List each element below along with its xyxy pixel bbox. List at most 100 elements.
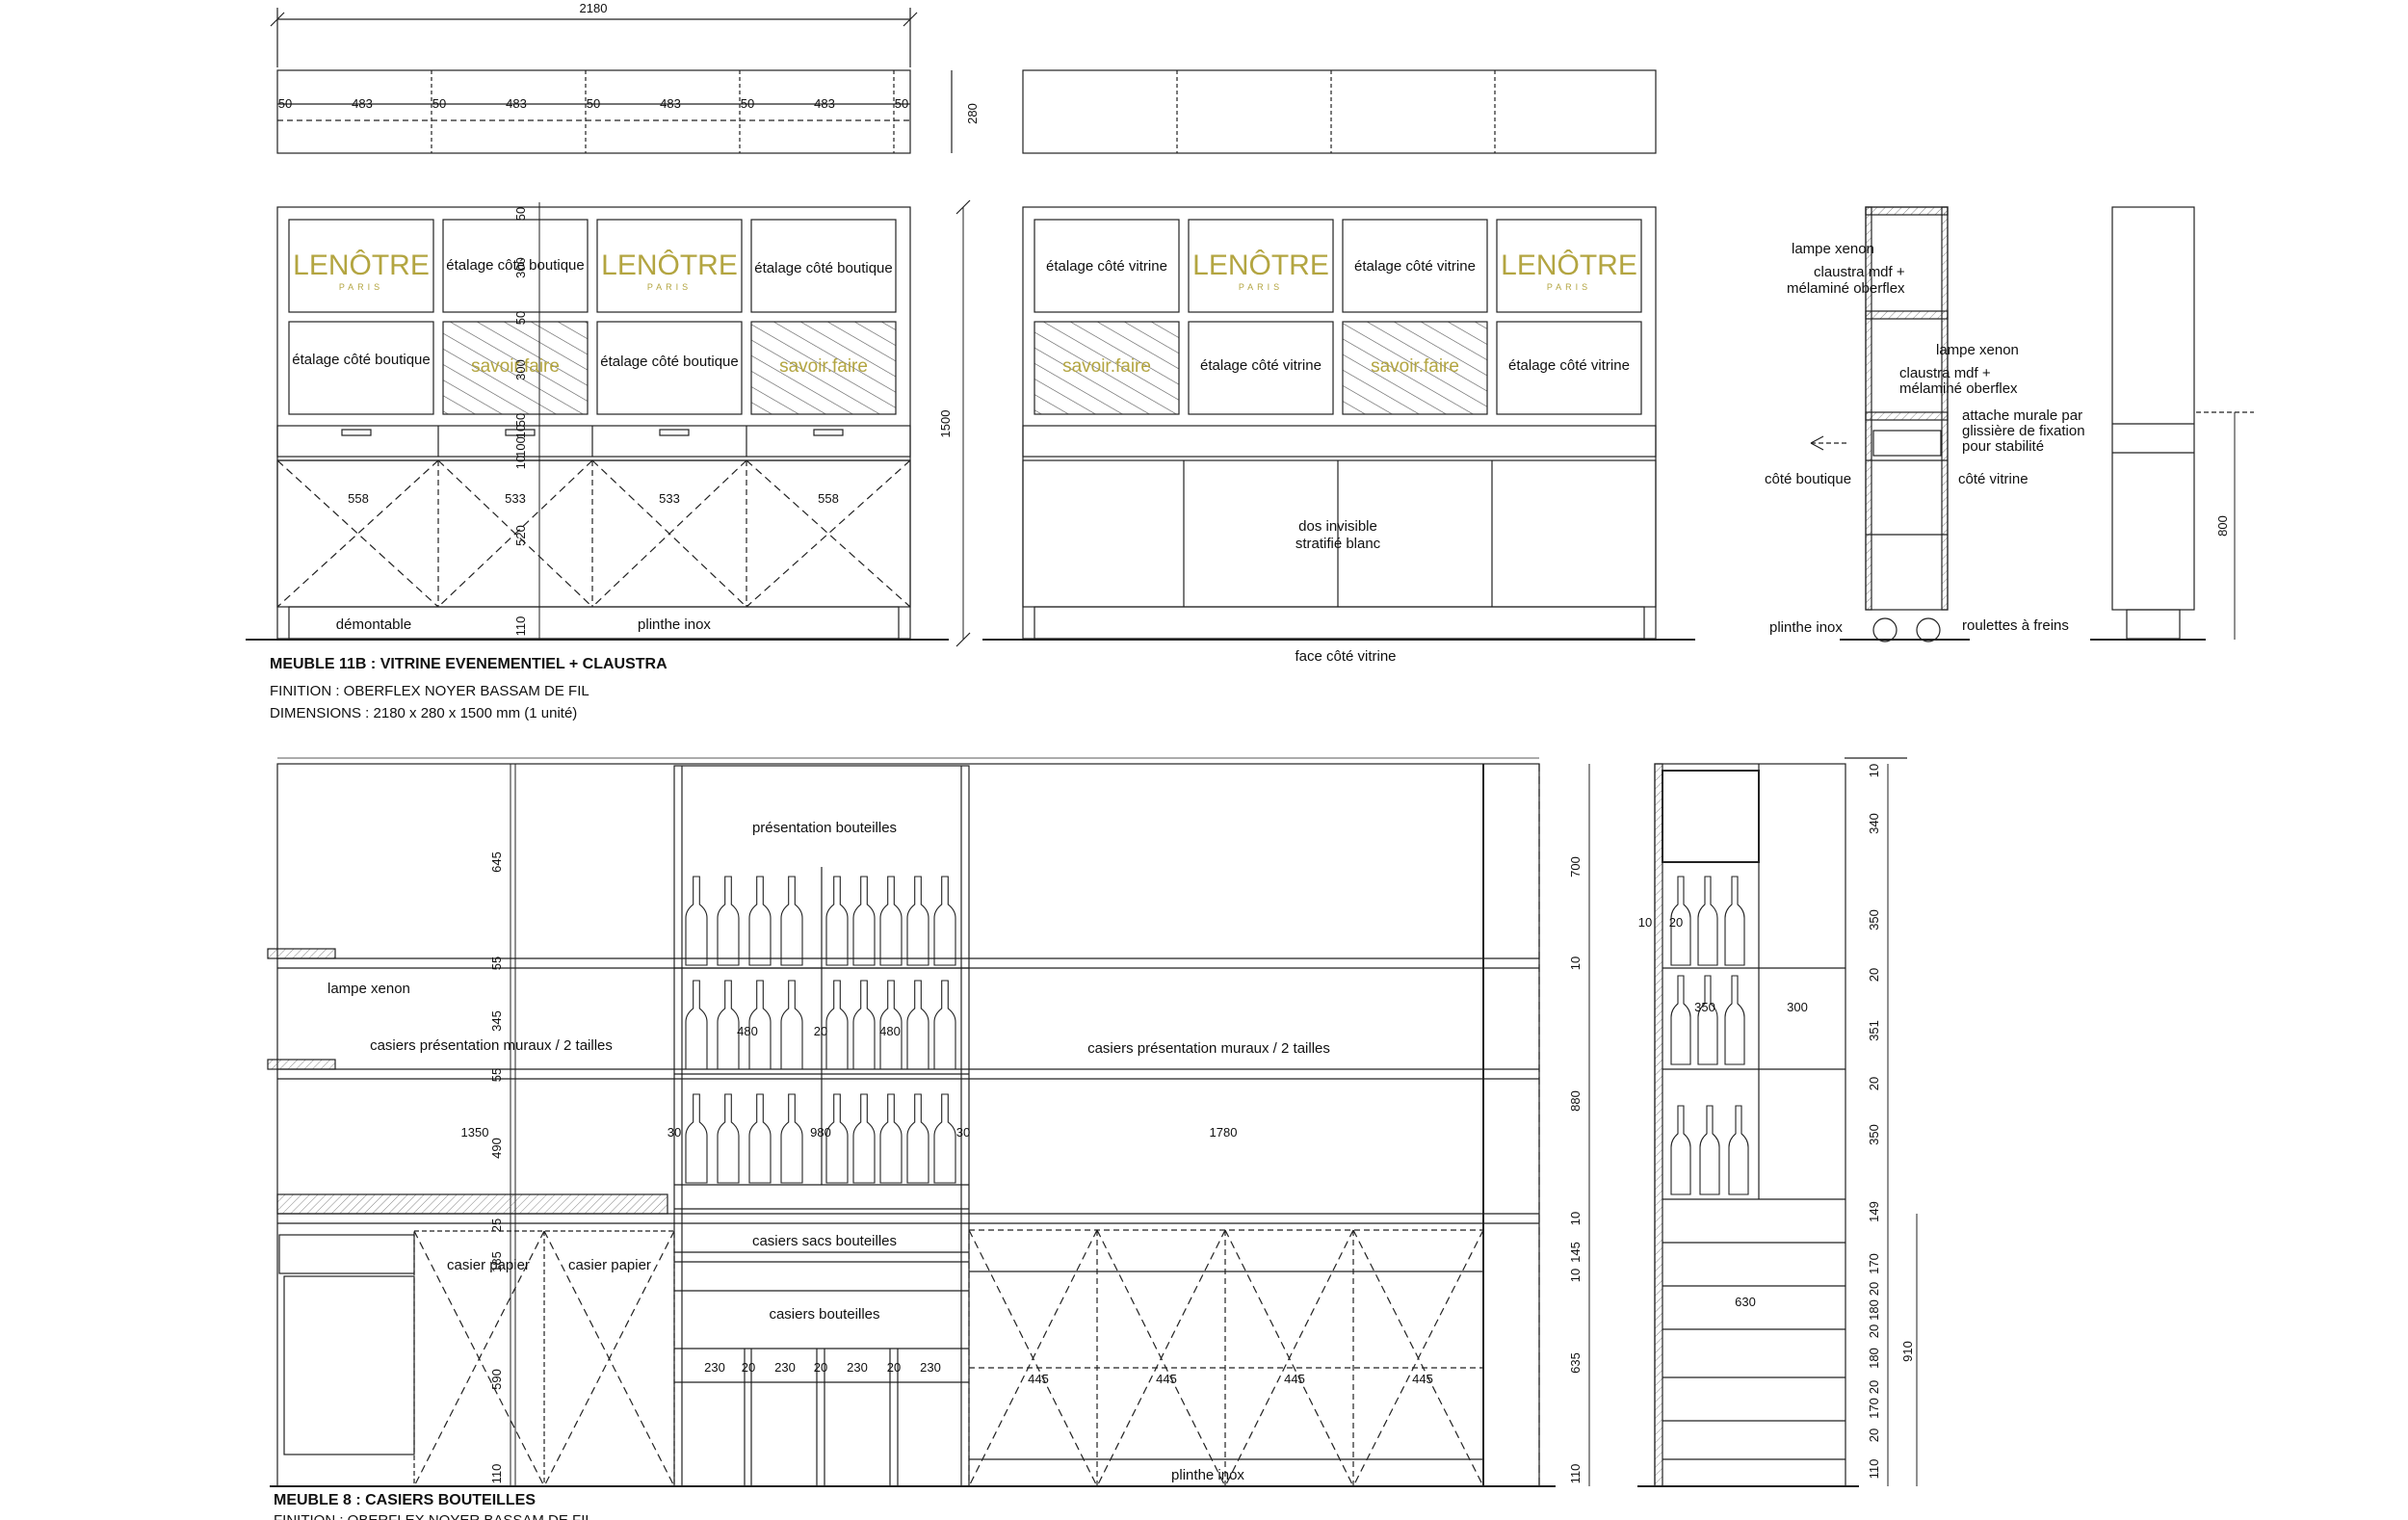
meuble11-top-view [270, 8, 1657, 154]
vdim: 110 [1568, 1464, 1583, 1484]
side-vdim: 10 [1867, 764, 1881, 777]
bottle-icon [1670, 876, 1691, 966]
label-casiers-muraux: casiers présentation muraux / 2 tailles [370, 1037, 613, 1054]
bottle-icon [1724, 975, 1745, 1065]
lenotre-logo: LENÔTRE PARIS [293, 249, 430, 292]
label-etalage-boutique: étalage côté boutique [446, 257, 584, 274]
label-etalage-boutique: étalage côté boutique [600, 354, 738, 370]
dim-483: 483 [814, 96, 835, 111]
bottle-icon [1697, 975, 1718, 1065]
side-vdim: 20 [1867, 1380, 1881, 1394]
bottle-icon [1699, 1105, 1720, 1195]
vdim: 10 [1568, 957, 1583, 970]
meuble8-side-view [1637, 757, 1918, 1487]
finish-meuble-8: FINITION : OBERFLEX NOYER BASSAM DE FIL [274, 1512, 593, 1520]
bottle-icon [685, 1093, 708, 1184]
dim-533: 533 [505, 491, 526, 506]
label-claustra: claustra mdf + [1899, 365, 1991, 381]
bottle-icon [852, 980, 876, 1070]
vdim: 10 [1568, 1269, 1583, 1282]
dim-cell: 20 [742, 1360, 755, 1375]
bottle-icon [780, 1093, 803, 1184]
lenotre-logo: LENÔTRE PARIS [601, 249, 738, 292]
bottle-icon [879, 980, 903, 1070]
dim-20: 20 [814, 1024, 827, 1038]
bottle-icon [685, 980, 708, 1070]
vdim: 145 [1568, 1242, 1583, 1263]
dim-300: 300 [1787, 1000, 1808, 1014]
vdim: 25 [489, 1219, 504, 1232]
label-presentation-bouteilles: présentation bouteilles [752, 820, 897, 836]
bottle-icon [780, 980, 803, 1070]
bottle-icon [906, 1093, 929, 1184]
bottle-icon [717, 876, 740, 966]
bottle-icon [1728, 1105, 1749, 1195]
svg-text:LENÔTRE: LENÔTRE [293, 249, 430, 281]
vdim: 590 [489, 1369, 504, 1390]
label-demontable: démontable [336, 616, 411, 633]
label-etalage-boutique: étalage côté boutique [754, 260, 892, 276]
vdim: 110 [513, 616, 528, 637]
dim-20: 20 [1669, 915, 1683, 930]
bottle-icon [852, 876, 876, 966]
savoir-faire-tag: savoir.faire [471, 356, 560, 377]
dim-533: 533 [659, 491, 680, 506]
dim-445: 445 [1028, 1372, 1049, 1386]
bottle-icon [748, 1093, 772, 1184]
side-vdim: 20 [1867, 1324, 1881, 1338]
dim-50: 50 [741, 96, 754, 111]
dim-480: 480 [879, 1024, 901, 1038]
bottle-icon [717, 1093, 740, 1184]
bottle-icon [825, 876, 849, 966]
finish-meuble-11b: FINITION : OBERFLEX NOYER BASSAM DE FIL [270, 683, 589, 699]
label-etalage-vitrine: étalage côté vitrine [1046, 258, 1167, 275]
dim-cell: 230 [774, 1360, 796, 1375]
lenotre-logo: LENÔTRE PARIS [1192, 249, 1329, 292]
bottle-icon [825, 980, 849, 1070]
vdim: 645 [489, 852, 504, 873]
dim-cell: 230 [920, 1360, 941, 1375]
bottle-icon [748, 876, 772, 966]
dim-350: 350 [1694, 1000, 1715, 1014]
label-lampe-xenon: lampe xenon [327, 981, 410, 997]
bottle-icon [933, 876, 956, 966]
vdim: 490 [489, 1138, 504, 1159]
label-casiers-bouteilles: casiers bouteilles [769, 1306, 879, 1323]
vdim: 50 [513, 207, 528, 221]
bottle-icon [748, 980, 772, 1070]
vdim: 10 [1568, 1212, 1583, 1225]
side-vdim: 20 [1867, 1428, 1881, 1442]
meuble11-side-view [1810, 206, 2254, 642]
side-vdim: 20 [1867, 1077, 1881, 1090]
label-claustra: claustra mdf + [1814, 264, 1905, 280]
vdim: 700 [1568, 856, 1583, 878]
side-vertical-dims: 1034035020351203501491702018020180201702… [1867, 764, 1881, 1480]
vdim: 50 [513, 413, 528, 427]
svg-text:LENÔTRE: LENÔTRE [1192, 249, 1329, 281]
dim-445: 445 [1284, 1372, 1305, 1386]
vdim: 635 [1568, 1352, 1583, 1374]
label-attache-murale: attache murale par [1962, 407, 2082, 424]
side-vdim: 170 [1867, 1253, 1881, 1274]
vdim: 300 [513, 359, 528, 380]
dim-50: 50 [432, 96, 446, 111]
label-casier-papier: casier papier [568, 1257, 651, 1273]
bottle-icon [879, 1093, 903, 1184]
savoir-faire-tag: savoir.faire [1371, 356, 1459, 377]
dim-480: 480 [737, 1024, 758, 1038]
vdim: 10 [513, 425, 528, 438]
side-vdim: 20 [1867, 1282, 1881, 1296]
dims-meuble-11b: DIMENSIONS : 2180 x 280 x 1500 mm (1 uni… [270, 705, 577, 721]
bottle-icon [906, 876, 929, 966]
dim-depth: 280 [965, 103, 980, 124]
side-vdim: 350 [1867, 909, 1881, 930]
label-stratifie-blanc: stratifié blanc [1296, 536, 1381, 552]
dim-910: 910 [1900, 1341, 1915, 1362]
side-vdim: 110 [1867, 1459, 1881, 1480]
label-cote-boutique: côté boutique [1765, 471, 1851, 487]
svg-text:PARIS: PARIS [339, 282, 383, 292]
vdim: 10 [513, 456, 528, 469]
dim-630: 630 [1735, 1295, 1756, 1309]
label-dos-invisible: dos invisible [1298, 518, 1377, 535]
